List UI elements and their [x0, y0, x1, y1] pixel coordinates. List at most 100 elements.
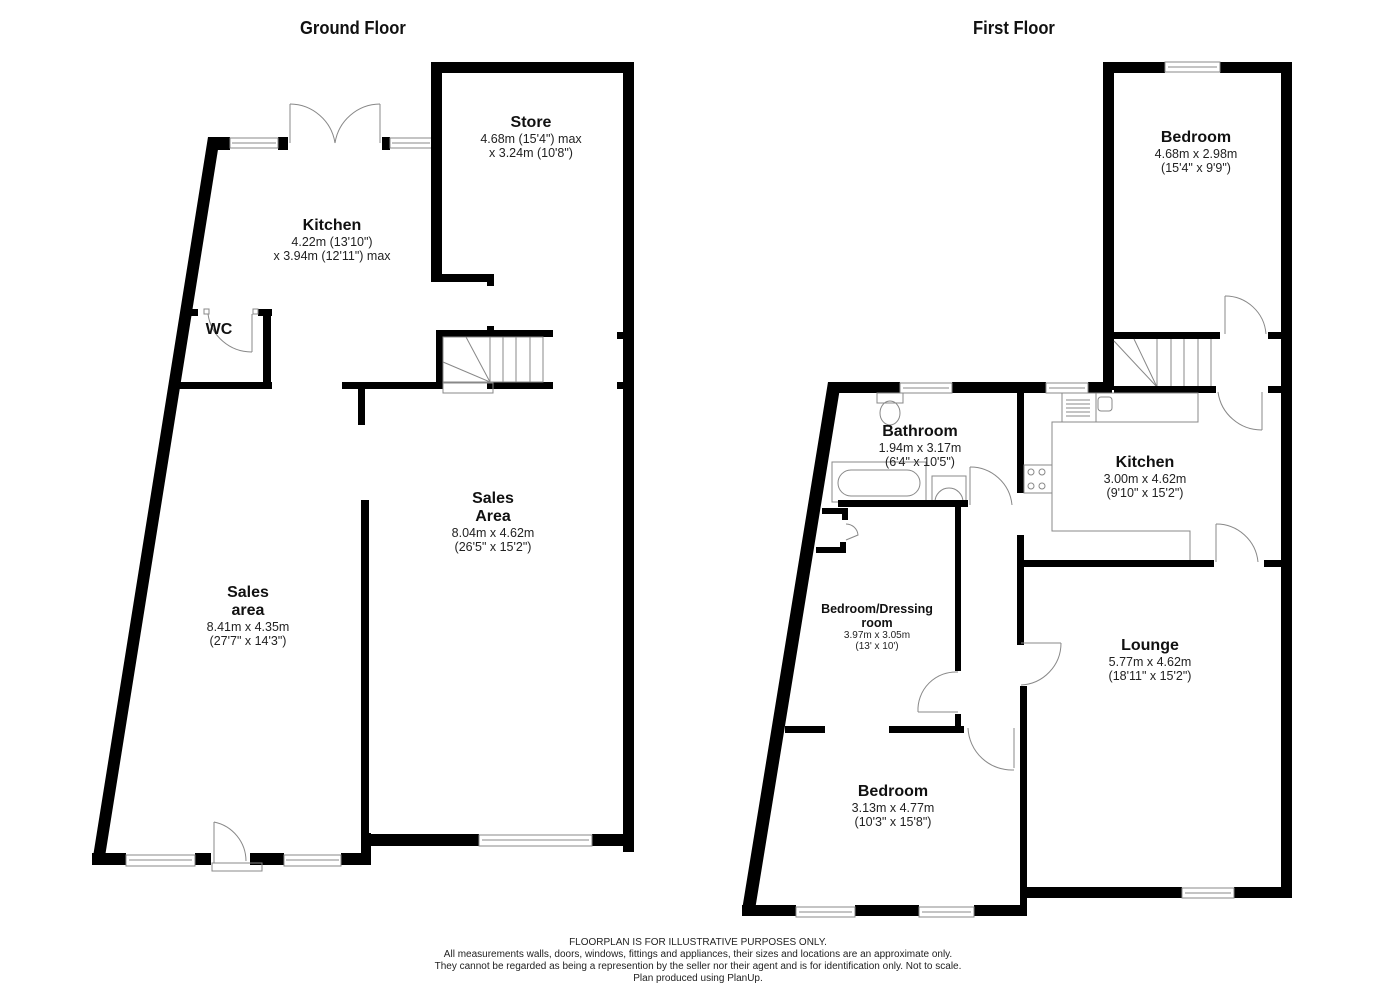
kitchen-counter-icon	[1023, 392, 1199, 560]
wall	[1268, 332, 1283, 339]
wall	[361, 500, 369, 850]
room-label-bedroom-bottom: Bedroom 3.13m x 4.77m (10'3" x 15'8")	[852, 783, 935, 829]
disclaimer: FLOORPLAN IS FOR ILLUSTRATIVE PURPOSES O…	[0, 937, 1396, 985]
wall	[1020, 887, 1182, 898]
wall	[1264, 560, 1284, 567]
wall	[955, 714, 961, 728]
wall	[487, 274, 494, 286]
wall	[623, 62, 634, 852]
wall	[195, 853, 211, 865]
wall	[358, 389, 365, 425]
wall	[838, 500, 968, 507]
sink-icon	[931, 475, 967, 505]
door-icon	[1217, 391, 1263, 431]
ground-floor-title: Ground Floor	[300, 18, 406, 38]
wall	[1281, 62, 1292, 898]
wall	[889, 726, 964, 733]
wall	[487, 382, 553, 389]
room-name: room	[861, 616, 893, 630]
room-dimensions: (27'7" x 14'3")	[209, 633, 287, 648]
room-name: Lounge	[1121, 637, 1179, 654]
wall	[184, 309, 198, 316]
room-dimensions: 8.41m x 4.35m	[206, 619, 290, 634]
wall	[592, 834, 634, 846]
wc-door-icon	[203, 308, 259, 353]
room-label-kitchen-first: Kitchen 3.00m x 4.62m (9'10" x 15'2")	[1104, 454, 1187, 500]
room-dimensions: 5.77m x 4.62m	[1108, 654, 1192, 669]
wall	[842, 508, 848, 520]
wall	[955, 505, 961, 671]
room-dimensions: 4.68m (15'4") max	[480, 131, 582, 146]
room-label-sales-area-left: Sales area 8.41m x 4.35m (27'7" x 14'3")	[207, 584, 290, 648]
window-icon	[795, 887, 1235, 918]
ground-floor-plan	[92, 62, 634, 872]
wall	[361, 833, 371, 865]
room-label-store: Store 4.68m (15'4") max x 3.24m (10'8")	[480, 114, 581, 160]
room-name: Bedroom	[1160, 129, 1232, 146]
wall	[1020, 560, 1214, 567]
closet-door-icon	[845, 523, 859, 541]
wall	[342, 382, 443, 389]
wall	[855, 905, 919, 916]
first-floor-plan	[742, 61, 1292, 918]
room-dimensions: 8.04m x 4.62m	[451, 525, 535, 540]
wall	[1234, 887, 1292, 898]
wall	[1088, 382, 1112, 393]
room-dimensions: 3.97m x 3.05m	[843, 630, 911, 641]
door-icon	[969, 466, 1013, 506]
wall	[382, 137, 390, 150]
door-icon	[917, 671, 1015, 771]
wall	[263, 309, 271, 387]
room-label-bedroom-dressing: Bedroom/Dressing room 3.97m x 3.05m (13'…	[821, 602, 933, 652]
door-icon	[1215, 523, 1259, 563]
wall	[361, 834, 479, 846]
wall	[250, 853, 284, 865]
wall	[816, 547, 846, 553]
room-name: Bedroom/Dressing	[821, 602, 933, 616]
wall	[92, 137, 220, 863]
wall	[822, 508, 848, 514]
room-label-bathroom: Bathroom 1.94m x 3.17m (6'4" x 10'5")	[879, 423, 962, 469]
wall	[952, 382, 1046, 393]
wall	[431, 62, 442, 282]
disclaimer-line: They cannot be regarded as being a repre…	[434, 961, 962, 972]
room-dimensions: (15'4" x 9'9")	[1161, 160, 1231, 175]
room-name: Sales	[227, 584, 269, 601]
double-door-icon	[289, 103, 381, 144]
window-icon	[899, 382, 1089, 394]
room-dimensions: (9'10" x 15'2")	[1106, 485, 1184, 500]
room-dimensions: x 3.94m (12'11") max	[273, 248, 391, 263]
room-dimensions: x 3.24m (10'8")	[489, 145, 573, 160]
wall	[1017, 393, 1024, 493]
wall	[1020, 686, 1027, 898]
wall	[617, 332, 625, 339]
room-dimensions: (6'4" x 10'5")	[885, 454, 955, 469]
wall	[1268, 386, 1283, 393]
wall	[785, 726, 825, 733]
window-icon	[229, 137, 433, 149]
room-name: Area	[475, 507, 511, 525]
room-name: area	[231, 601, 265, 619]
wall	[208, 137, 230, 150]
room-label-lounge: Lounge 5.77m x 4.62m (18'11" x 15'2")	[1109, 637, 1192, 683]
wall	[617, 382, 625, 389]
wall	[840, 542, 846, 553]
room-name: Store	[510, 114, 552, 131]
first-floor-title: First Floor	[973, 18, 1055, 38]
room-name: Bedroom	[857, 783, 929, 800]
room-dimensions: (13' x 10')	[855, 641, 899, 653]
room-name: WC	[205, 321, 233, 338]
disclaimer-line: All measurements walls, doors, windows, …	[443, 949, 953, 960]
staircase-icon	[1113, 338, 1212, 388]
wall	[431, 62, 634, 73]
toilet-icon	[876, 392, 904, 426]
wall	[742, 382, 841, 910]
wall	[436, 274, 494, 282]
wall	[1114, 332, 1220, 339]
wall	[487, 326, 494, 332]
wall	[278, 137, 288, 150]
room-label-kitchen-ground: Kitchen 4.22m (13'10") x 3.94m (12'11") …	[273, 217, 390, 263]
wall	[1017, 535, 1024, 645]
room-name: Kitchen	[1115, 454, 1175, 471]
